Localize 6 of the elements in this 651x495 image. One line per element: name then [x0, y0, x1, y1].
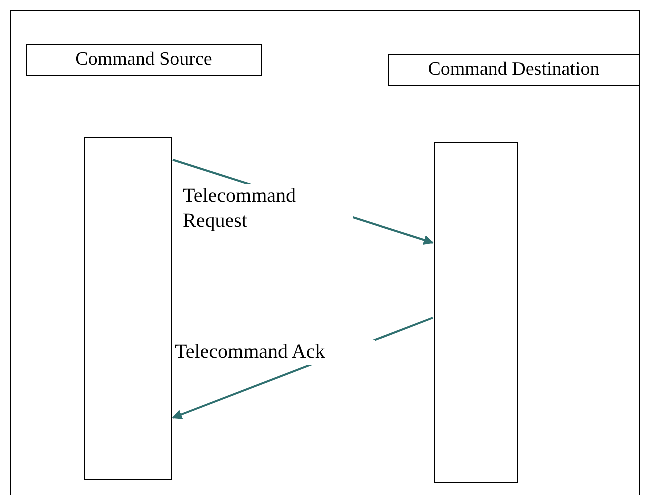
lifeline-box: [84, 137, 172, 480]
participant-label: Command Destination: [388, 54, 640, 86]
edge-label: Telecommand Ack: [175, 340, 375, 365]
participant-label: Command Source: [26, 44, 262, 76]
lifeline-box: [434, 142, 518, 483]
edge-label: Telecommand Request: [183, 184, 353, 234]
